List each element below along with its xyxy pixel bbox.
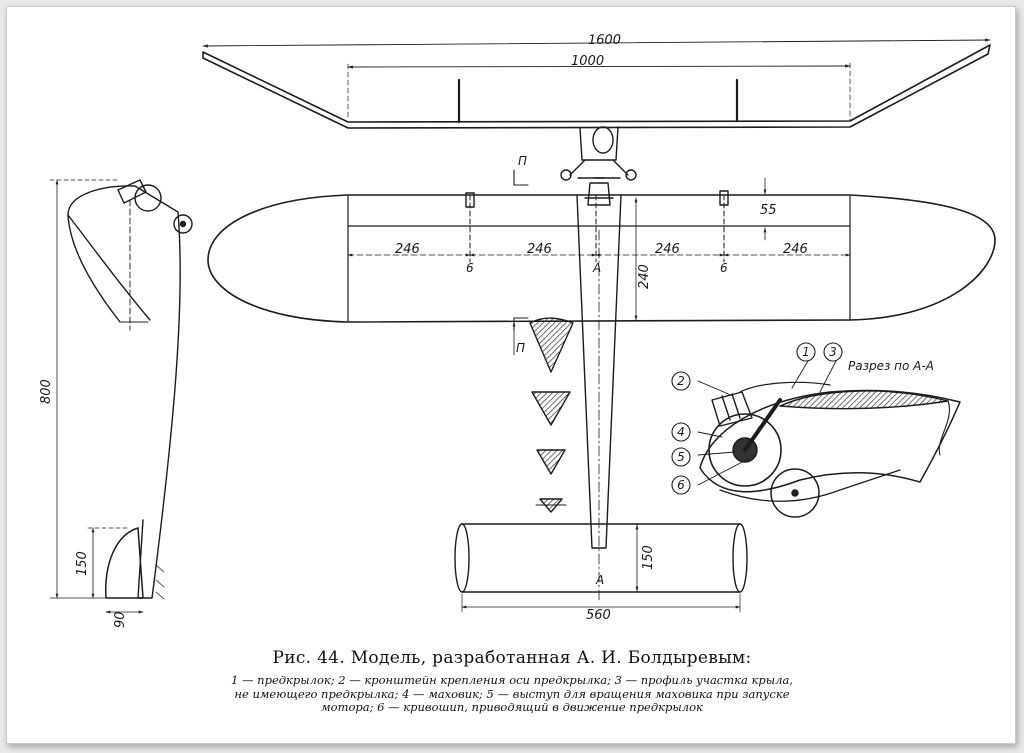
side-fuselage — [67, 185, 181, 599]
section-2 — [531, 391, 571, 426]
section-wheel — [770, 468, 820, 518]
section-engine — [711, 391, 753, 427]
section-label: Разрез по А-А — [848, 359, 934, 373]
caption-title: Рис. 44. Модель, разработанная А. И. Бол… — [272, 648, 752, 668]
front-wheel-right — [625, 169, 637, 181]
callout-6: 6 — [677, 478, 685, 492]
section-1 — [529, 317, 574, 373]
front-flywheel — [592, 126, 614, 154]
legend-line-3: мотора; 6 — кривошип, приводящий в движе… — [321, 700, 703, 714]
fuselage-sections — [529, 317, 574, 513]
tail-mark: A — [595, 573, 604, 587]
caption-legend: 1 — предкрылок; 2 — кронштейн крепления … — [0, 673, 1024, 715]
callout-1: 1 — [802, 345, 810, 359]
dim-label-240: 240 — [637, 264, 652, 289]
section-4 — [539, 498, 563, 513]
side-flywheel — [134, 184, 162, 212]
dim-label-246-1: 246 — [395, 242, 420, 257]
front-fuselage — [579, 126, 619, 161]
dim-label-1600: 1600 — [588, 33, 621, 48]
dim-label-150-stab: 150 — [641, 545, 656, 570]
rib-mark-right: 6 — [720, 261, 728, 275]
dim-label-246-2: 246 — [527, 242, 552, 257]
plan-fuselage — [576, 194, 622, 549]
dim-label-246-4: 246 — [783, 242, 808, 257]
legend-line-2: не имеющего предкрылка; 4 — маховик; 5 —… — [234, 686, 790, 701]
rib-mark-left: 6 — [466, 261, 474, 275]
dim-label-90: 90 — [113, 611, 128, 628]
callout-2: 2 — [677, 374, 685, 388]
section-wing-profile — [699, 389, 961, 493]
dim-line-1000 — [347, 64, 851, 69]
side-fin — [105, 527, 144, 599]
side-wheel — [173, 214, 193, 234]
legend-line-1: 1 — предкрылок; 2 — кронштейн крепления … — [231, 673, 793, 687]
dim-label-800: 800 — [39, 379, 54, 404]
callout-4: 4 — [677, 425, 685, 439]
section-airfoil — [779, 390, 949, 410]
dim-label-560: 560 — [586, 608, 611, 623]
section-flywheel — [708, 413, 782, 487]
section-mark-bottom: П — [516, 341, 525, 355]
stabilizer-outline — [461, 523, 741, 593]
front-landing-gear — [569, 159, 629, 179]
center-mark: A — [592, 261, 601, 275]
section-detail — [697, 360, 961, 518]
front-wheel-left — [560, 169, 572, 181]
model-drawing: 1600 1000 246 246 246 246 240 55 800 150… — [39, 33, 996, 628]
dim-label-150-fin: 150 — [75, 551, 90, 576]
dim-label-246-3: 246 — [655, 242, 680, 257]
section-3 — [536, 449, 566, 475]
plan-engine — [584, 177, 614, 206]
figure-caption: Рис. 44. Модель, разработанная А. И. Бол… — [0, 648, 1024, 715]
callout-3: 3 — [829, 345, 837, 359]
side-view — [49, 179, 193, 614]
dim-line-1600 — [202, 38, 991, 48]
callout-5: 5 — [677, 450, 685, 464]
plan-view — [207, 169, 996, 601]
figure-frame — [6, 6, 1016, 744]
section-mark-top: П — [518, 154, 527, 168]
dim-label-55: 55 — [760, 203, 777, 218]
side-nose — [67, 214, 151, 321]
stabilizer — [454, 523, 748, 613]
plan-wing-outline — [207, 194, 996, 323]
dim-label-1000: 1000 — [571, 54, 604, 69]
front-wing — [202, 44, 991, 129]
front-view — [202, 38, 991, 181]
